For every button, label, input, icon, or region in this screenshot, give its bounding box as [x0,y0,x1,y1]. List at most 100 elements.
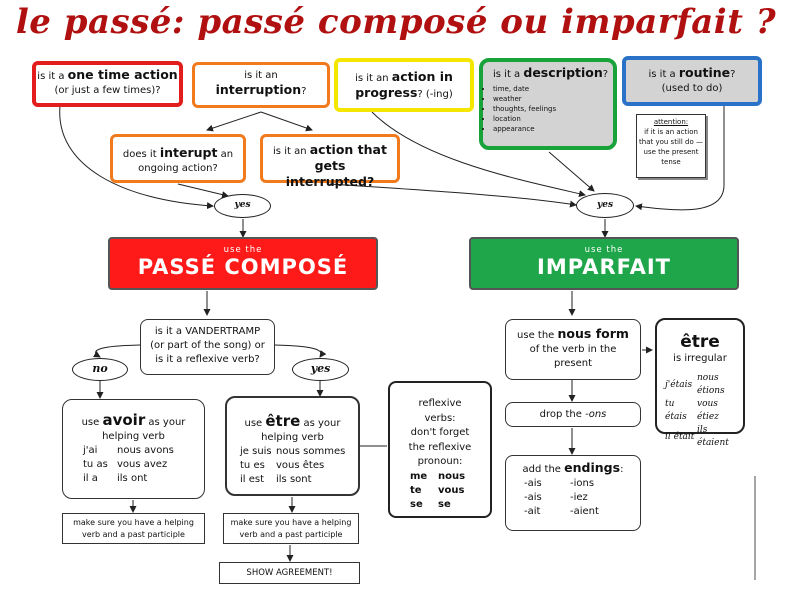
box-prefix: use [81,417,100,428]
helping-note-etre: make sure you have a helping verb and a … [223,513,359,544]
conjugation-row-cell: il est [240,474,265,485]
reflexive-line5: pronoun: [417,456,463,467]
question-keyword: description [523,65,603,80]
conjugation-row-cell: il a [83,473,98,484]
question-prefix: does it [122,149,157,160]
description-bullet: weather [493,94,613,104]
attention-heading: attention: [653,118,689,126]
box-suffix: as your [303,418,341,429]
etre-row-cell: tu étais [665,399,687,422]
ending-row: -ais-iez [524,491,620,505]
box-prefix: use [244,418,263,429]
reflexive-line2: verbs: [424,412,456,424]
question-keyword: one time action [67,67,178,82]
banner-tense-name: PASSÉ COMPOSÉ [137,255,349,279]
one-time-action-question: is it a one time action (or just a few t… [32,61,183,107]
banner-use-label: use the [223,245,263,255]
pronoun-row-cell: se [410,498,423,510]
question-sub: (used to do) [661,83,723,94]
in-progress-question: is it an action in progress? (-ing) [334,58,474,112]
pronoun-row-cell: se [438,498,451,510]
question-suffix: ? [602,69,609,80]
question-sub: (or just a few times)? [54,85,161,96]
passe-compose-banner: use the PASSÉ COMPOSÉ [108,237,378,290]
box-line2: helping verb [102,431,165,442]
conjugation-row-cell: j'ai [83,445,98,456]
description-question: is it a description? time, dateweatherth… [479,58,617,150]
attention-note: attention: if it is an action that you s… [636,114,706,178]
description-bullet-list: time, dateweatherthoughts, feelingslocat… [483,84,613,134]
etre-row-cell: j'étais [665,379,693,390]
page-title: le passé: passé composé ou imparfait ? [15,2,777,42]
pronoun-row-cell: vous [438,484,465,496]
endings-table: -ais -ions -ais-iez-ait-aient [524,477,620,519]
question-prefix: is it an [355,73,389,84]
etre-row: j'étais nous étions [665,372,741,398]
etre-row-cell: il était [665,431,695,442]
box-prefix: add the [522,464,561,475]
banner-use-label: use the [584,245,624,255]
question-prefix: is it a [648,69,676,80]
banner-tense-name: IMPARFAIT [537,255,671,279]
description-bullet: time, date [493,84,613,94]
show-agreement-box: SHOW AGREEMENT! [219,562,360,584]
conjugation-row-cell: ils ont [117,473,148,484]
pronoun-row-cell: nous [438,470,466,482]
helping-note-avoir: make sure you have a helping verb and a … [62,513,205,544]
box-suffix: as your [148,417,186,428]
ending-row-cell: -ait [524,506,541,517]
yes-oval-left: yes [214,194,271,218]
question-suffix: ? [730,69,736,80]
routine-question: is it a routine? (used to do) [622,56,762,106]
reflexive-line3: don't forget [410,427,470,438]
question-keyword: interupt [159,145,218,160]
box-line2: helping verb [261,432,324,443]
box-line3: present [553,358,592,369]
etre-row-cell: ils étaient [697,425,729,448]
description-bullet: thoughts, feelings [493,104,613,114]
box-prefix: use the [517,330,555,341]
ending-row-cell: -ions [570,478,595,489]
yes-oval-vandertramp: yes [292,358,349,381]
yes-oval-right: yes [576,193,634,218]
box-prefix: drop the [539,409,582,420]
conjugation-row-cell: tu as [83,459,108,470]
conjugation-row: il a ils ont [83,472,187,486]
question-sub: ongoing action? [138,163,218,174]
reflexive-line4: the reflexive [408,441,472,453]
imparfait-banner: use the IMPARFAIT [469,237,739,290]
reflexive-box: reflexive verbs: don't forget the reflex… [388,381,492,518]
vandertramp-question: is it a VANDERTRAMP (or part of the song… [140,319,275,375]
question-keyword: action that gets interrupted? [285,142,387,189]
conjugation-row-cell: nous sommes [276,446,346,457]
description-bullet: appearance [493,124,613,134]
question-prefix: is it a [37,71,65,82]
ending-row-cell: -ais [524,478,542,489]
ons-suffix: -ons [585,409,607,420]
endings-keyword: endings [564,460,621,475]
conjugation-row-cell: vous êtes [276,460,325,471]
question-keyword: interruption [215,82,302,97]
etre-row-cell: nous étions [697,373,725,396]
question-keyword: routine [678,65,731,80]
question-suffix: an [220,149,234,160]
description-bullet: location [493,114,613,124]
box-suffix: : [620,464,624,475]
ending-row: -ait-aient [524,505,620,519]
nous-form-keyword: nous form [557,326,629,341]
nous-form-box: use the nous form of the verb in the pre… [505,319,641,380]
